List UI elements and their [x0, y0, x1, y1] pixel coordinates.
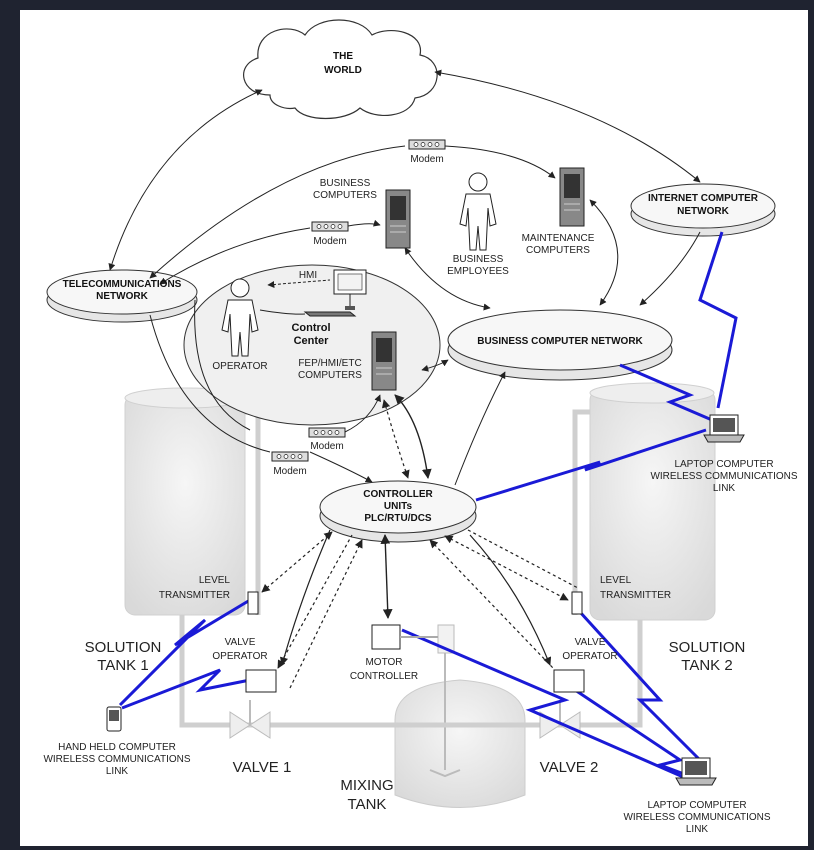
motor-controller-icon — [371, 624, 438, 650]
business-network-disk — [447, 309, 673, 381]
solution-tank-1-label-1: SOLUTION — [85, 639, 162, 656]
modem-label: Modem — [410, 154, 443, 165]
internet-label-2: NETWORK — [677, 206, 729, 217]
motor-controller-label-1: MOTOR — [365, 657, 402, 668]
laptop-label-1: LAPTOP COMPUTER — [647, 800, 746, 811]
level-transmitter-2-label-2: TRANSMITTER — [600, 590, 671, 601]
valve-operator-2-label-2: OPERATOR — [562, 651, 617, 662]
business-server-icon — [385, 189, 411, 249]
world-label-2: WORLD — [324, 65, 362, 76]
controller-valve2-link — [469, 534, 552, 666]
maintenance-server-icon — [559, 167, 585, 227]
fep-server-icon — [371, 331, 397, 391]
level-transmitter-1-label-1: LEVEL — [199, 575, 231, 586]
mixing-tank-label-2: TANK — [348, 796, 387, 813]
controller-label-3: PLC/RTU/DCS — [364, 513, 432, 524]
laptop-label-2: WIRELESS COMMUNICATIONS — [650, 471, 797, 482]
solution-tank-2-label-1: SOLUTION — [669, 639, 746, 656]
modem-icon — [408, 139, 446, 150]
wireless-links — [118, 231, 738, 782]
hmi-workstation-icon — [303, 269, 367, 317]
laptop-label-3: LINK — [686, 824, 709, 835]
connections — [108, 69, 701, 619]
controller-units-disk — [319, 480, 477, 543]
the-world-cloud — [243, 19, 438, 119]
laptop-label-3: LINK — [713, 483, 736, 494]
control-center-label-2: Center — [294, 335, 330, 347]
modem-label: Modem — [273, 466, 306, 477]
business-computers-label-2: COMPUTERS — [313, 190, 377, 201]
dashed-field-links — [261, 399, 579, 689]
valve-1-label: VALVE 1 — [233, 759, 292, 776]
mixing-tank-label-1: MIXING — [340, 777, 393, 794]
business-computers-label-1: BUSINESS — [320, 178, 371, 189]
valve-operator-1-label-1: VALVE — [225, 637, 256, 648]
laptop-icon — [703, 414, 745, 443]
business-network-label: BUSINESS COMPUTER NETWORK — [477, 336, 643, 347]
business-employees-label-2: EMPLOYEES — [447, 266, 509, 277]
laptop-label-2: WIRELESS COMMUNICATIONS — [623, 812, 770, 823]
level-transmitter-1-icon — [247, 591, 259, 615]
fep-label-1: FEP/HMI/ETC — [298, 358, 361, 369]
valve-2-label: VALVE 2 — [540, 759, 599, 776]
modem-label: Modem — [313, 236, 346, 247]
valve-operator-1-icon — [245, 669, 277, 693]
internet-network-disk — [630, 183, 776, 237]
level-transmitter-1-label-2: TRANSMITTER — [159, 590, 230, 601]
valve-operator-2-label-1: VALVE — [575, 637, 606, 648]
world-label-1: THE — [333, 51, 353, 62]
handheld-label-1: HAND HELD COMPUTER — [58, 742, 176, 753]
valve-1-shape — [229, 700, 271, 739]
modem-icon — [308, 427, 346, 438]
scada-network-diagram: THE WORLD TELECOMMUNICATIONS NETWORK INT… — [43, 19, 798, 835]
solution-tank-1-label-2: TANK 1 — [97, 657, 148, 674]
solution-tank-2-shape — [589, 382, 716, 621]
handheld-label-2: WIRELESS COMMUNICATIONS — [43, 754, 190, 765]
business-employees-label-1: BUSINESS — [453, 254, 504, 265]
maintenance-label-2: COMPUTERS — [526, 245, 590, 256]
business-employee-icon — [459, 172, 497, 251]
operator-icon — [221, 278, 259, 357]
handheld-label-3: LINK — [106, 766, 129, 777]
controller-label-1: CONTROLLER — [363, 489, 433, 500]
modem-icon — [271, 451, 309, 462]
laptop-icon — [675, 757, 717, 786]
fep-label-2: COMPUTERS — [298, 370, 362, 381]
telecom-label-1: TELECOMMUNICATIONS — [63, 279, 182, 290]
handheld-icon — [106, 706, 122, 732]
labels: THE WORLD TELECOMMUNICATIONS NETWORK INT… — [43, 51, 797, 835]
telecom-label-2: NETWORK — [96, 291, 148, 302]
maintenance-label-1: MAINTENANCE — [522, 233, 595, 244]
level-transmitter-2-icon — [571, 591, 583, 615]
mixing-tank-shape — [394, 624, 526, 808]
valve-operator-2-icon — [553, 669, 585, 693]
modem-icon — [311, 221, 349, 232]
modem-label: Modem — [310, 441, 343, 452]
level-transmitter-2-label-1: LEVEL — [600, 575, 632, 586]
operator-label: OPERATOR — [212, 361, 267, 372]
diagram-canvas: THE WORLD TELECOMMUNICATIONS NETWORK INT… — [20, 10, 808, 846]
solution-tank-2-label-2: TANK 2 — [681, 657, 732, 674]
motor-controller-label-2: CONTROLLER — [350, 671, 418, 682]
valve-operator-1-label-2: OPERATOR — [212, 651, 267, 662]
motor-to-valve-link — [279, 529, 331, 666]
laptop-label-1: LAPTOP COMPUTER — [674, 459, 773, 470]
hmi-label: HMI — [299, 270, 317, 281]
controller-label-2: UNITs — [384, 501, 413, 512]
internet-label-1: INTERNET COMPUTER — [648, 193, 759, 204]
control-center-label-1: Control — [291, 322, 330, 334]
